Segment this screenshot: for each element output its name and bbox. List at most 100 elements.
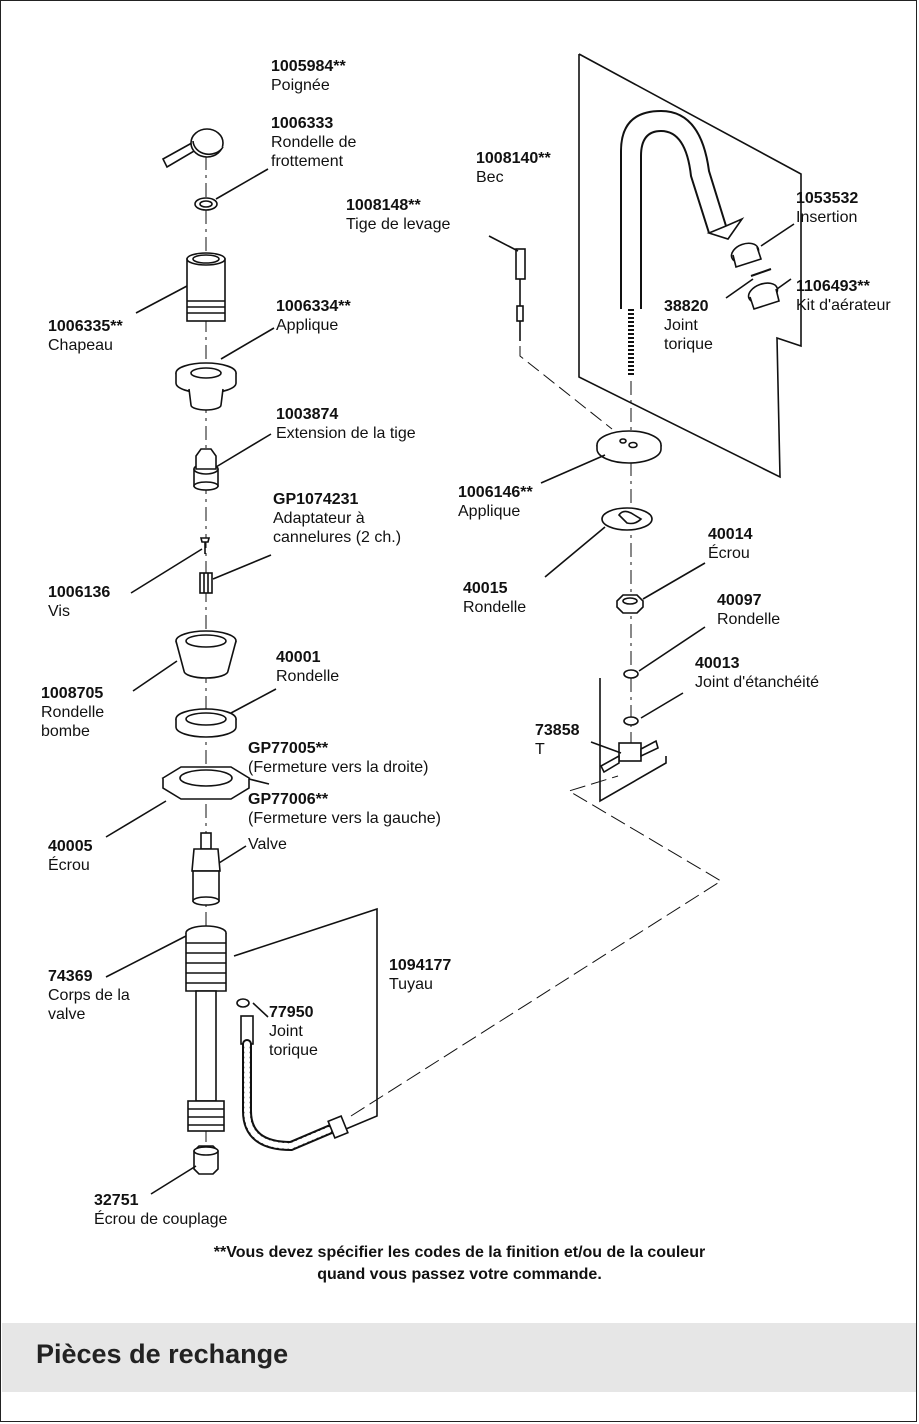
label-1003874: 1003874 Extension de la tige [276,405,416,443]
part-desc: Bec [476,169,504,186]
domed-washer-part [175,630,237,679]
order-note: **Vous devez spécifier les codes de la f… [1,1242,916,1286]
label-1053532: 1053532 Insertion [796,189,858,227]
part-desc: cannelures (2 ch.) [273,529,402,546]
part-desc: T [535,741,545,758]
washer-40015-part [601,507,653,531]
hose-part [233,907,378,1152]
part-number: 73858 [535,722,580,739]
seal-40013-part [623,716,639,726]
part-number: 1006136 [48,584,111,601]
cap-part [186,252,226,322]
part-number: 1003874 [276,406,339,423]
part-number: 1006334** [276,298,351,315]
part-desc: (Fermeture vers la droite) [248,759,429,776]
valve-cartridge-part [191,832,221,906]
label-38820: 38820 Joint torique [664,297,713,354]
label-40013: 40013 Joint d'étanchéité [695,654,819,692]
hex-nut-40005-part [161,766,251,800]
label-1008705: 1008705 Rondelle bombe [41,684,104,741]
part-number: 40097 [717,592,762,609]
label-1006334: 1006334** Applique [276,297,351,335]
order-note-line1: **Vous devez spécifier les codes de la f… [213,1244,706,1261]
part-desc: Valve [248,836,287,853]
label-40001: 40001 Rondelle [276,648,339,686]
part-number: GP77006** [248,791,329,808]
valve-body-part [185,925,227,1132]
part-desc: Écrou [708,545,750,562]
screw-part [199,537,211,554]
washer-40097-part [623,669,639,679]
label-32751: 32751 Écrou de couplage [94,1191,227,1229]
part-desc: Rondelle de [271,134,357,151]
nut-40014-part [616,594,644,614]
part-desc: Kit d'aérateur [796,297,891,314]
part-desc: Joint d'étanchéité [695,674,820,691]
part-desc: Chapeau [48,337,113,354]
part-desc: torique [269,1042,318,1059]
section-header: Pièces de rechange [2,1323,916,1392]
part-desc: torique [664,336,713,353]
part-number: GP1074231 [273,491,359,508]
tee-plane-line [599,678,667,803]
part-number: 40001 [276,649,321,666]
washer-40001-part [175,708,237,738]
section-title: Pièces de rechange [36,1339,289,1369]
label-1008140: 1008140** Bec [476,149,551,187]
label-74369: 74369 Corps de la valve [48,967,130,1024]
label-40005: 40005 Écrou [48,837,93,875]
part-desc: (Fermeture vers la gauche) [248,810,441,827]
part-number: 1094177 [389,957,452,974]
part-desc: valve [48,1006,86,1023]
part-number: 40015 [463,580,508,597]
label-40097: 40097 Rondelle [717,591,780,629]
part-desc: Rondelle [463,599,527,616]
stem-extension-part [193,448,219,491]
part-number: 1006333 [271,115,334,132]
part-desc: Joint [664,317,698,334]
part-desc: Rondelle [717,611,781,628]
label-1005984: 1005984** Poignée [271,57,346,95]
part-number: 1008705 [41,685,104,702]
label-1008148: 1008148** Tige de levage [346,196,450,234]
part-desc: Extension de la tige [276,425,416,442]
part-desc: Tuyau [389,976,433,993]
label-1006335: 1006335** Chapeau [48,317,123,355]
part-desc: bombe [41,723,90,740]
part-desc: Poignée [271,77,330,94]
aerator-kit-part [747,282,780,311]
part-desc: Insertion [796,209,858,226]
label-valve: Valve [248,835,287,854]
label-73858: 73858 T [535,721,580,759]
part-desc: Vis [48,603,70,620]
part-number: 1005984** [271,58,346,75]
part-desc: Adaptateur à [273,510,365,527]
label-40015: 40015 Rondelle [463,579,526,617]
coupling-nut-part [193,1145,219,1175]
lift-rod-part [515,248,526,341]
part-number: 1006146** [458,484,533,501]
handle-part [161,128,224,169]
part-number: 77950 [269,1004,314,1021]
escutcheon-1006146-part [596,430,662,464]
label-77950: 77950 Joint torique [269,1003,318,1060]
escutcheon-part [175,362,237,411]
spout-plane-line [578,53,802,479]
label-1006333: 1006333 Rondelle de frottement [271,114,356,171]
part-number: 1006335** [48,318,123,335]
part-desc: Écrou de couplage [94,1211,228,1228]
aerator-insert-part [730,242,763,269]
label-1006146: 1006146** Applique [458,483,533,521]
part-desc: Applique [276,317,339,334]
part-number: 1008140** [476,150,551,167]
part-desc: Joint [269,1023,303,1040]
spout-part [620,109,745,376]
label-1006136: 1006136 Vis [48,583,110,621]
oring-38820-part [750,268,772,277]
part-number: 40005 [48,838,93,855]
part-number: 38820 [664,298,709,315]
part-number: 40014 [708,526,753,543]
part-desc: Tige de levage [346,216,451,233]
part-desc: frottement [271,153,344,170]
